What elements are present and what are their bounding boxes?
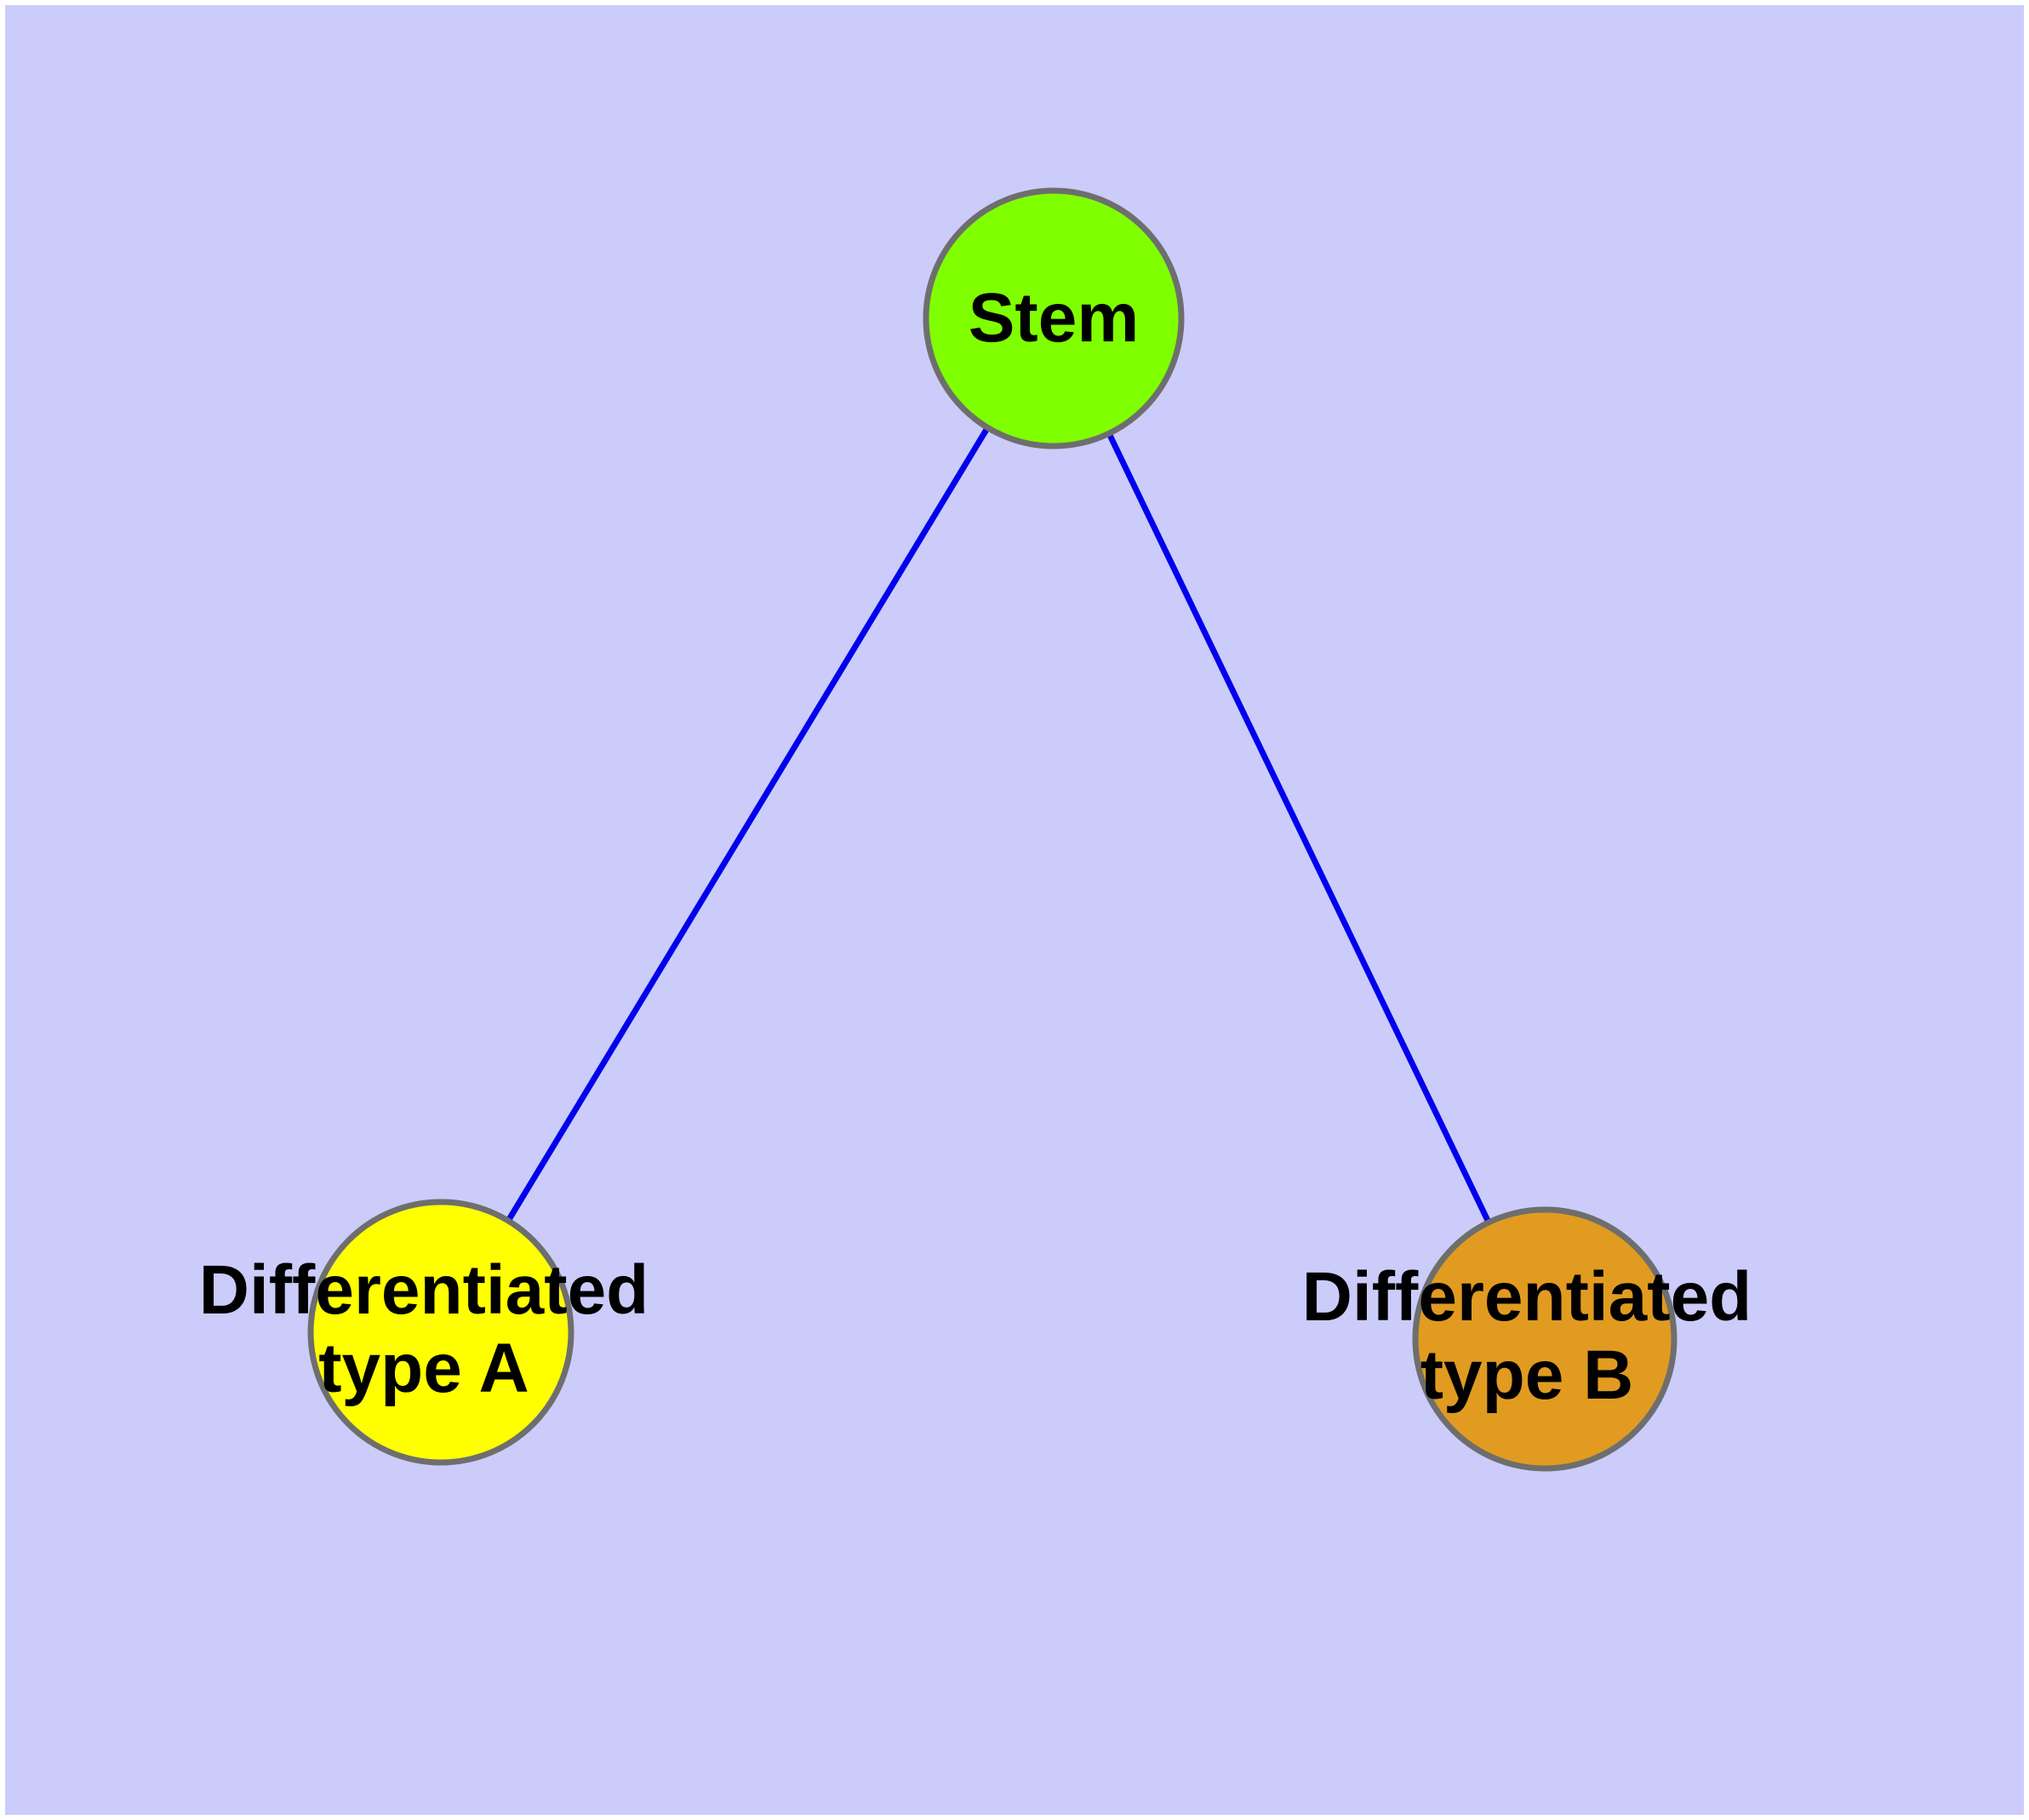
node-stem[interactable] bbox=[923, 187, 1185, 449]
node-diff_a[interactable] bbox=[307, 1199, 574, 1466]
node-diff_b[interactable] bbox=[1412, 1206, 1677, 1472]
node-layer bbox=[307, 187, 1677, 1472]
graph-svg bbox=[307, 187, 1677, 1472]
edge-stem-diff_b bbox=[1106, 432, 1492, 1224]
edge-layer bbox=[506, 426, 1492, 1224]
edge-stem-diff_a bbox=[506, 426, 991, 1222]
